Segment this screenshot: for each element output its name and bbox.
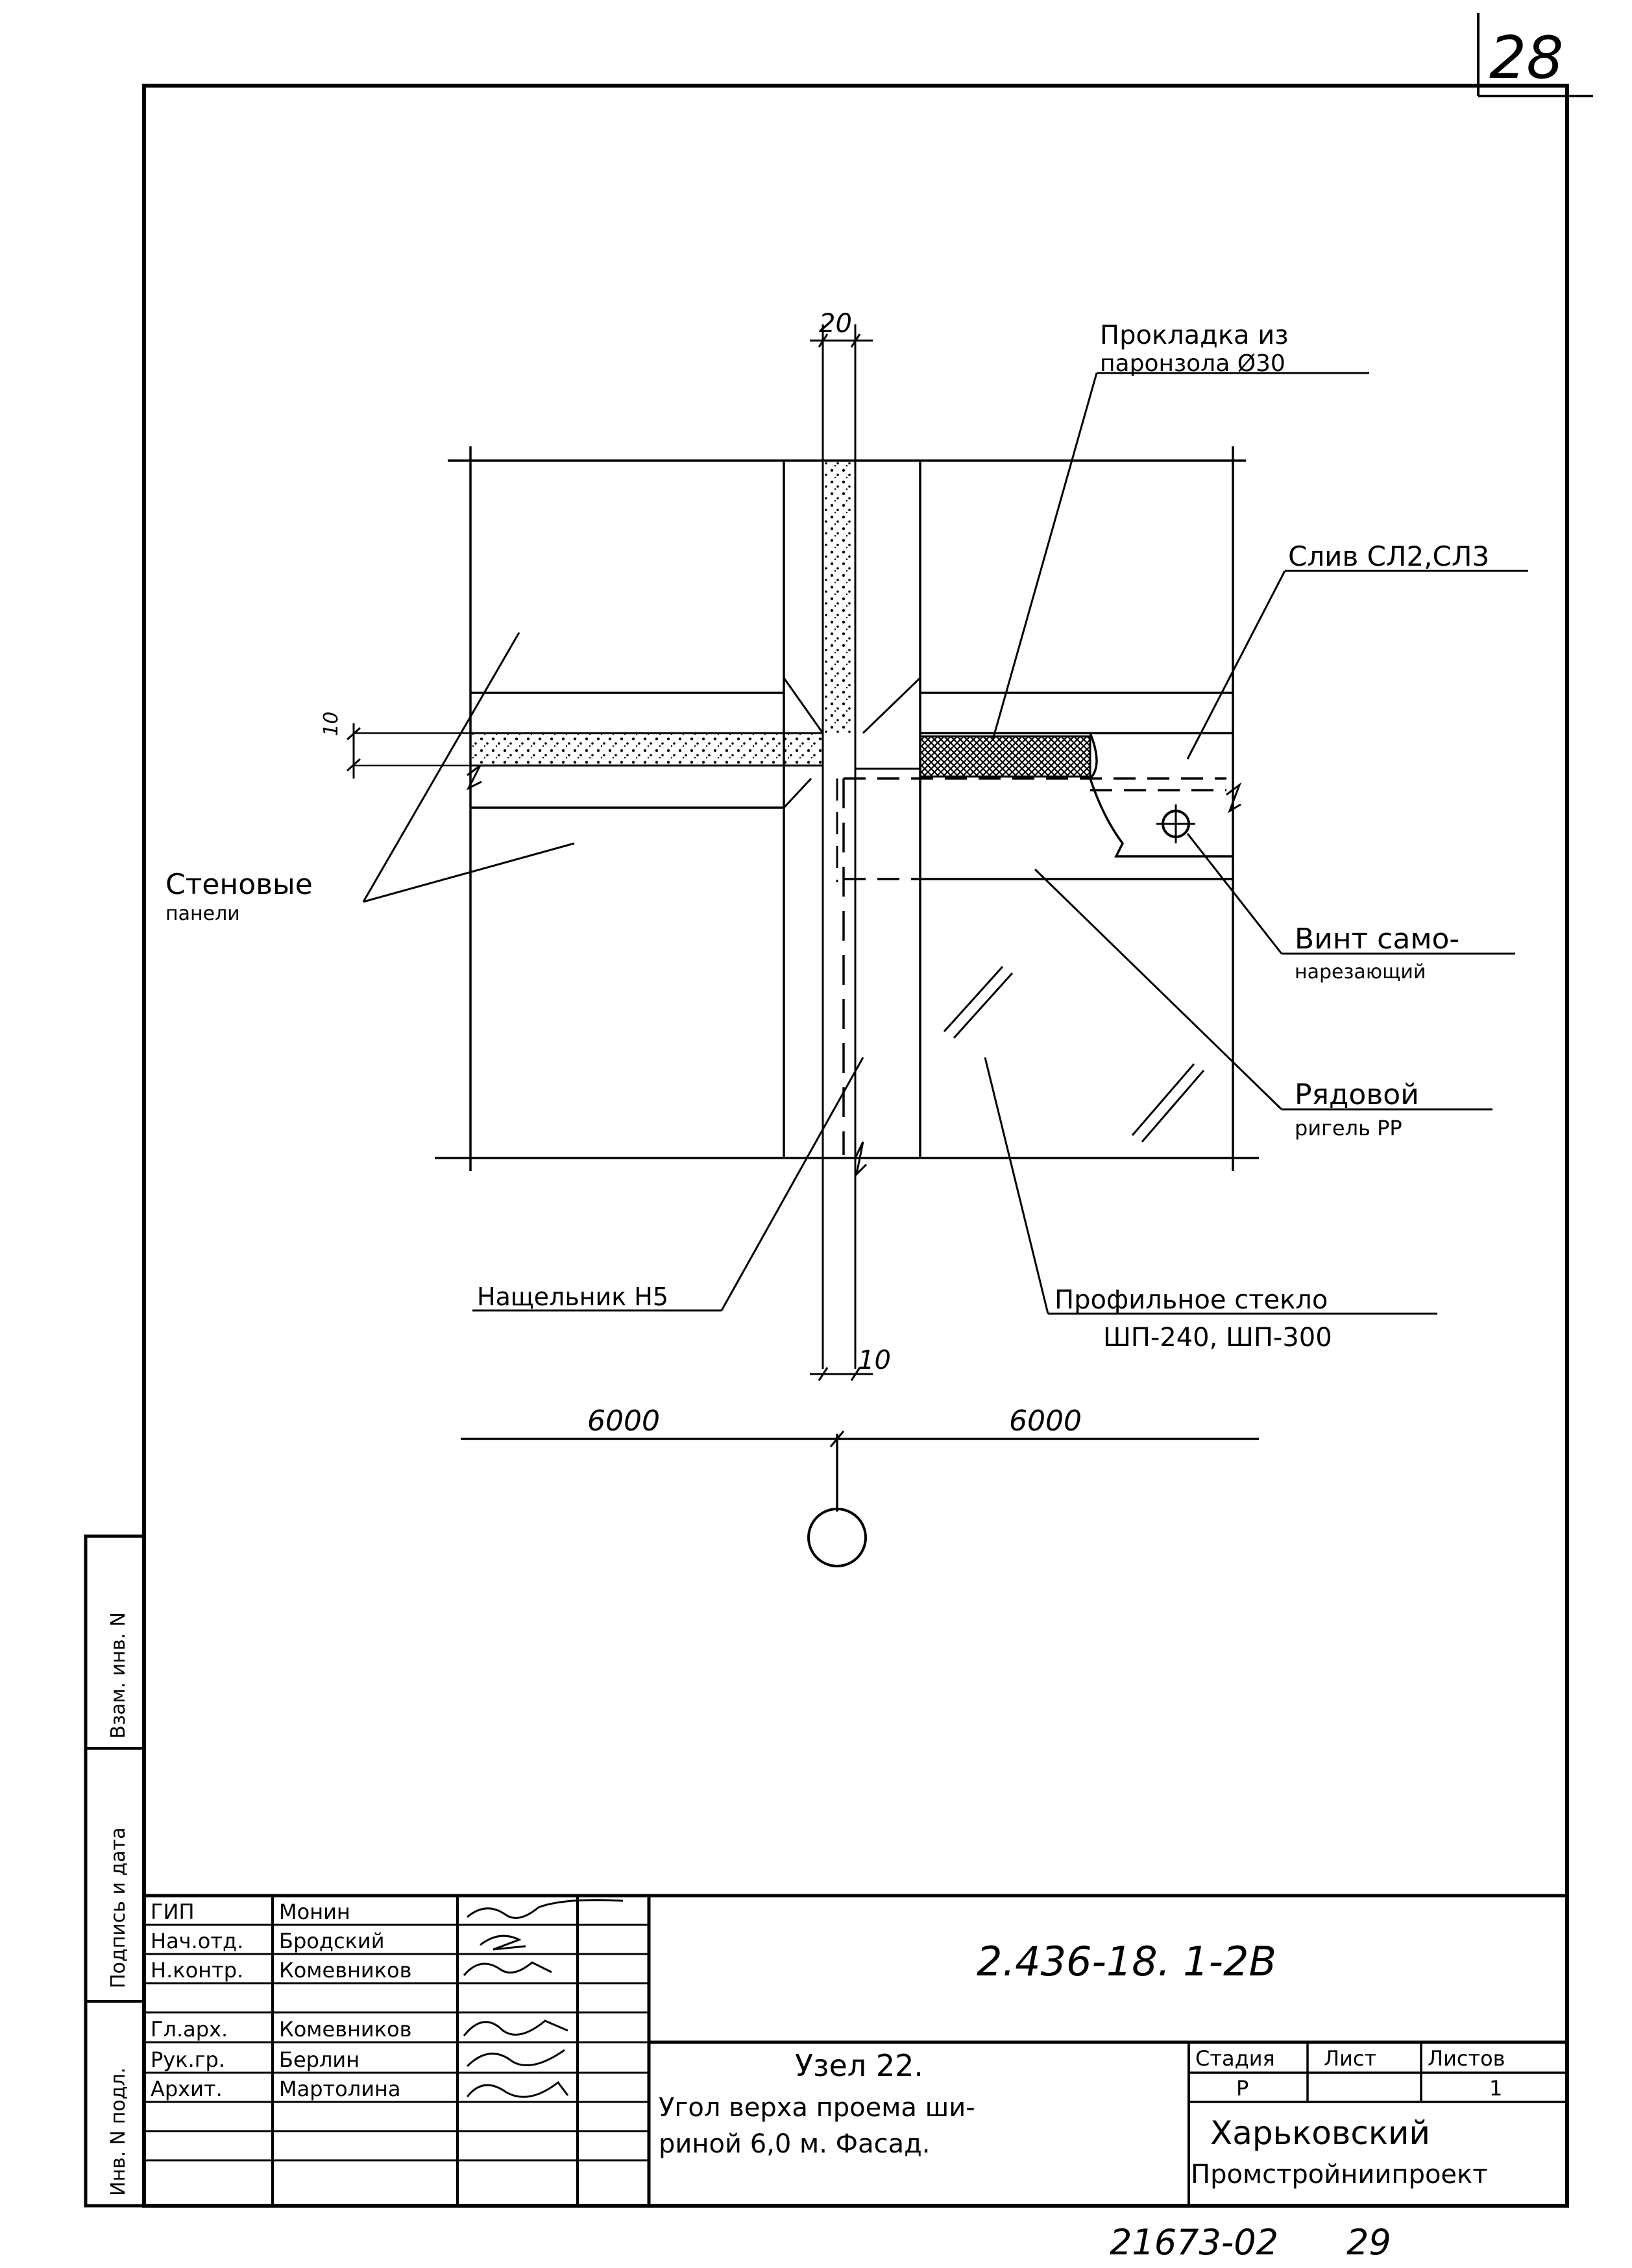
name-head-department: Бродский xyxy=(279,1929,384,1953)
profile-glass-label-2: ШП-240, ШП-300 xyxy=(1103,1323,1332,1353)
title-block xyxy=(144,1894,1567,2206)
side-stamp-inv-no: Инв. N подл. xyxy=(107,2068,130,2196)
signatures xyxy=(463,1899,624,2098)
signature-2 xyxy=(480,1935,526,1951)
document-code: 2.436-18. 1-2В xyxy=(977,1938,1276,1985)
cover-strip-label: Нащельник Н5 xyxy=(477,1283,668,1311)
dim-horizontal-joint: 10 xyxy=(320,712,343,736)
archive-page: 29 xyxy=(1346,2222,1391,2263)
name-gip: Монин xyxy=(279,1900,350,1924)
dim-top-width: 20 xyxy=(819,309,852,339)
organization-line-1: Харьковский xyxy=(1210,2114,1430,2152)
drip-label: Слив СЛ2,СЛ3 xyxy=(1288,540,1489,572)
side-stamp xyxy=(84,1534,146,2208)
signature-6 xyxy=(466,2081,569,2098)
sheets-header: Листов xyxy=(1428,2046,1505,2071)
screw-label: Винт само- xyxy=(1295,923,1459,956)
dimension-labels: 20 10 10 6000 6000 xyxy=(320,309,1082,1438)
name-norm-control: Комевников xyxy=(279,1958,411,1983)
organization-line-2: Промстройниипроект xyxy=(1191,2160,1488,2190)
dim-span-right: 6000 xyxy=(1009,1405,1082,1438)
sheets-value: 1 xyxy=(1489,2076,1502,2101)
transom-label-2: ригель РР xyxy=(1295,1116,1402,1140)
signature-4 xyxy=(463,2020,568,2036)
side-stamp-signature-date: Подпись и дата xyxy=(107,1828,130,1989)
page-number: 28 xyxy=(1489,24,1564,92)
sheet-header: Лист xyxy=(1324,2046,1376,2071)
role-head-department: Нач.отд. xyxy=(151,1929,243,1953)
title-line-3: риной 6,0 м. Фасад. xyxy=(659,2129,930,2159)
screw-label-2: нарезающий xyxy=(1295,961,1426,983)
role-architect: Архит. xyxy=(151,2077,223,2101)
sheet-frame xyxy=(142,84,1569,2208)
stage-value: Р xyxy=(1236,2076,1248,2101)
signature-3 xyxy=(463,1961,552,1976)
role-norm-control: Н.контр. xyxy=(151,1958,243,1983)
side-stamp-replace-inv: Взам. инв. N xyxy=(107,1612,130,1739)
gasket-label-2: паронзола Ø30 xyxy=(1100,350,1285,377)
dim-bottom-width: 10 xyxy=(858,1345,891,1375)
gasket-label: Прокладка из xyxy=(1100,320,1289,350)
transom-label: Рядовой xyxy=(1295,1078,1419,1111)
callout-labels: Прокладка из паронзола Ø30 Слив СЛ2,СЛ3 … xyxy=(165,320,1489,1353)
wall-panels-label: Стеновые xyxy=(165,868,313,901)
role-chief-architect: Гл.арх. xyxy=(151,2017,228,2042)
node-detail-drawing xyxy=(346,324,1528,1567)
stage-header: Стадия xyxy=(1195,2046,1275,2071)
name-group-lead: Берлин xyxy=(279,2047,359,2072)
title-line-2: Угол верха проема ши- xyxy=(659,2093,975,2123)
profile-glass-label: Профильное стекло xyxy=(1054,1285,1328,1315)
title-line-1: Узел 22. xyxy=(795,2048,923,2083)
page-number-box: 28 xyxy=(1477,13,1593,97)
archive-number: 21673-02 xyxy=(1110,2222,1278,2263)
signature-5 xyxy=(466,2049,565,2068)
role-gip: ГИП xyxy=(151,1900,195,1924)
role-group-lead: Рук.гр. xyxy=(151,2047,225,2072)
dim-span-left: 6000 xyxy=(587,1405,660,1438)
wall-panels-label-2: панели xyxy=(165,902,240,925)
signature-1 xyxy=(467,1899,624,1919)
name-architect: Мартолина xyxy=(279,2077,401,2101)
name-chief-architect: Комевников xyxy=(279,2017,411,2042)
